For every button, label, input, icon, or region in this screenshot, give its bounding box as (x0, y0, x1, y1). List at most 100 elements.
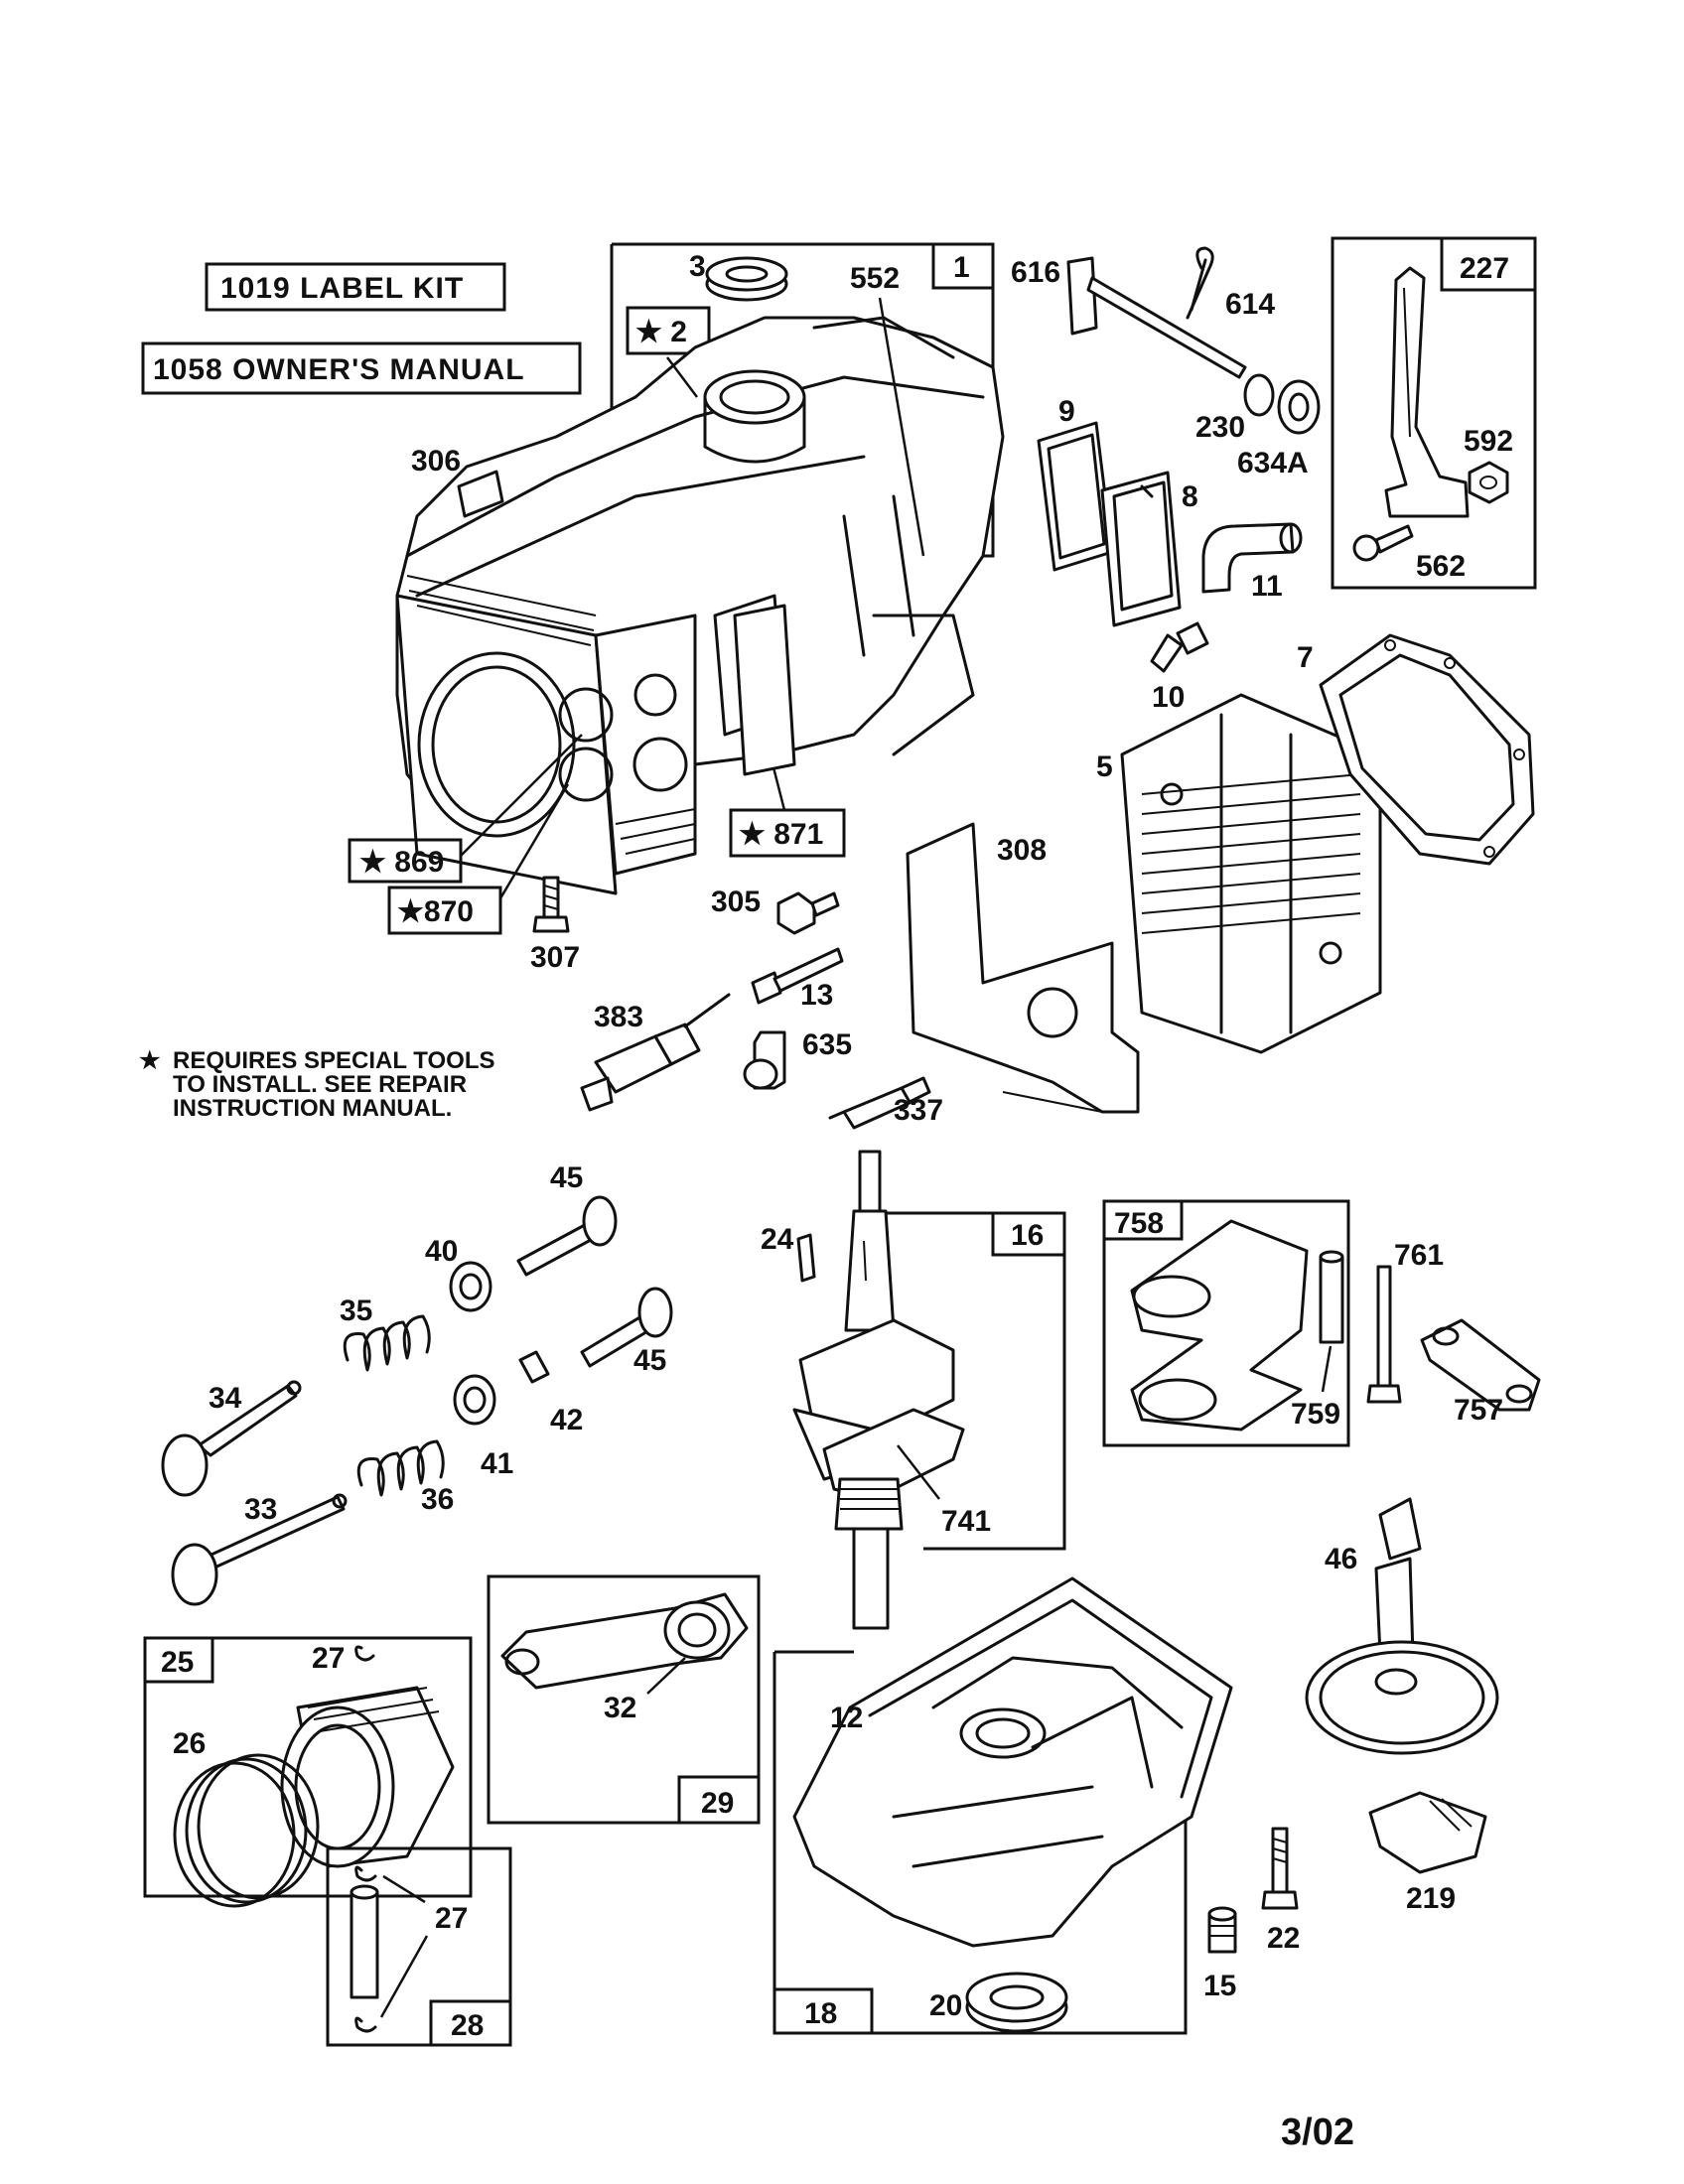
governor-lever-227 (1384, 266, 1470, 518)
special-part-2-box (626, 306, 711, 355)
label-kit-label: 1019 LABEL KIT (220, 272, 464, 305)
valve-spring-35 (343, 1314, 431, 1372)
group-28-tag (429, 1999, 512, 2047)
group-16-frame (874, 1211, 1066, 1551)
balancer-758 (1130, 1219, 1309, 1432)
part-13-label: 13 (800, 979, 833, 1012)
valve-tappet-45-lower (580, 1287, 673, 1368)
piston-rings-26 (173, 1753, 320, 1908)
part-26-label: 26 (173, 1727, 206, 1760)
group-16-number: 16 (1011, 1219, 1044, 1252)
key-24 (796, 1233, 816, 1283)
group-1-tag (931, 242, 995, 290)
oil-seal-3 (705, 256, 788, 302)
part-11-label: 11 (1251, 570, 1283, 603)
link-757 (1420, 1318, 1541, 1412)
part-757-label: 757 (1454, 1394, 1503, 1427)
part-36-label: 36 (421, 1483, 454, 1516)
part-27a-label: 27 (312, 1642, 345, 1675)
part-635-label: 635 (802, 1028, 852, 1061)
part-24-label: 24 (761, 1223, 794, 1256)
part-870-leader (498, 783, 570, 899)
valve-33 (171, 1493, 348, 1606)
air-guide-308 (906, 822, 1140, 1114)
special-part-869-label: ★ 869 (359, 846, 444, 879)
part-27b-leader-b (379, 1935, 429, 2018)
stud-13 (751, 947, 844, 1005)
part-383-label: 383 (594, 1001, 643, 1033)
keeper-42 (518, 1350, 550, 1384)
part-8-label: 8 (1182, 480, 1198, 513)
group-758-number: 758 (1114, 1207, 1164, 1240)
owners-manual-label: 1058 OWNER'S MANUAL (153, 353, 525, 386)
part-7-label: 7 (1297, 641, 1314, 674)
breather-8 (1100, 471, 1182, 627)
part-40-label: 40 (425, 1235, 458, 1268)
group-758-tag (1102, 1199, 1184, 1241)
note-line-3: INSTRUCTION MANUAL. (173, 1095, 452, 1122)
part-46-label: 46 (1325, 1543, 1357, 1575)
bolt-562 (1352, 524, 1414, 562)
head-gasket-7 (1319, 633, 1535, 866)
piston-pin-28 (350, 1884, 379, 1999)
special-part-871-box (729, 808, 846, 858)
part-27b-label: 27 (435, 1902, 468, 1935)
part-32-label: 32 (604, 1692, 636, 1724)
part-552-label: 552 (850, 262, 900, 295)
plate-306 (457, 470, 504, 518)
part-20-label: 20 (929, 1989, 962, 2022)
group-18-tag (772, 1987, 874, 2035)
group-18-frame (772, 1650, 1188, 2035)
special-part-871-label: ★ 871 (739, 818, 823, 851)
part-230-label: 230 (1195, 411, 1245, 444)
gasket-871 (733, 604, 796, 776)
gasket-9 (1037, 421, 1114, 572)
label-kit-box (205, 262, 506, 312)
bolt-305 (776, 891, 840, 935)
part-9-label: 9 (1058, 395, 1075, 428)
cylinder-head-5 (1120, 693, 1382, 1054)
piston (280, 1686, 455, 1868)
group-18-number: 18 (804, 1997, 837, 2030)
part-35-label: 35 (340, 1295, 372, 1327)
part-759-leader (1321, 1345, 1333, 1393)
fitting-635 (743, 1030, 786, 1090)
group-29-tag (677, 1775, 761, 1825)
part-12-label: 12 (830, 1702, 863, 1734)
special-part-870-box (387, 886, 502, 935)
cylinder-block (395, 316, 1005, 895)
part-562-label: 562 (1416, 550, 1466, 583)
note-line-1: REQUIRES SPECIAL TOOLS (173, 1047, 495, 1074)
group-227-number: 227 (1460, 252, 1509, 285)
part-3-label: 3 (689, 250, 706, 283)
breather-tube-11 (1201, 522, 1303, 594)
group-28-number: 28 (451, 2009, 484, 2042)
part-761-label: 761 (1394, 1239, 1444, 1272)
retainer-27-upper (354, 1645, 375, 1662)
special-part-2-label: ★ 2 (635, 316, 687, 348)
part-308-label: 308 (997, 834, 1047, 867)
part-306-label: 306 (411, 445, 461, 478)
special-part-870-label: ★870 (397, 895, 474, 928)
spark-plug-337 (828, 1076, 931, 1130)
retainer-27-lower (354, 2016, 377, 2033)
bolt-22 (1261, 1827, 1299, 1910)
bolt-761 (1366, 1265, 1402, 1404)
part-337-label: 337 (894, 1094, 943, 1127)
compression-release-219 (1368, 1791, 1487, 1874)
group-1-number: 1 (953, 251, 970, 284)
retainer-41 (453, 1374, 496, 1426)
bolt-307 (532, 876, 570, 933)
part-42-label: 42 (550, 1404, 583, 1436)
part-45b-label: 45 (633, 1344, 666, 1377)
part-307-label: 307 (530, 941, 580, 974)
part-27b-leader-a (382, 1874, 426, 1904)
part-33-label: 33 (244, 1493, 277, 1526)
pin-759 (1319, 1250, 1344, 1344)
nut-592 (1468, 461, 1509, 504)
note-line-2: TO INSTALL. SEE REPAIR (173, 1071, 467, 1098)
part-34-label: 34 (209, 1382, 242, 1415)
owners-manual-box (141, 341, 582, 395)
